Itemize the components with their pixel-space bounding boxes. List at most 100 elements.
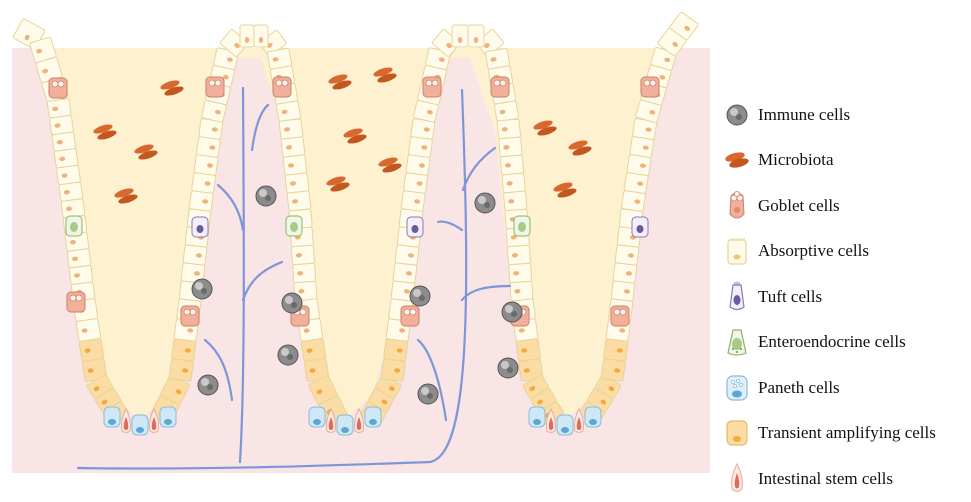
epithelial-cell [283, 155, 307, 175]
epithelial-cell [291, 245, 314, 264]
goblet-cell [611, 306, 629, 326]
legend-item-tuft: Tuft cells [722, 274, 971, 320]
goblet-cell [401, 306, 419, 326]
epithelial-cell [613, 263, 637, 283]
goblet-cell [206, 77, 224, 97]
epithelial-cell [67, 249, 91, 268]
epithelial-cell [516, 339, 540, 362]
stem-cell-icon [722, 462, 752, 496]
epithelial-cell [254, 25, 268, 47]
epithelial-cell [601, 359, 625, 382]
legend-item-enteroendocrine: Enteroendocrine cells [722, 320, 971, 366]
epithelial-cell [615, 245, 639, 265]
epithelial-cell [287, 191, 311, 211]
goblet-cell [181, 306, 199, 326]
epithelial-cell [59, 182, 83, 202]
immune-cell [192, 279, 212, 299]
epithelial-cell [510, 281, 533, 300]
epithelial-cell [285, 173, 309, 193]
epithelial-cell [61, 199, 85, 218]
epithelial-cell [276, 101, 301, 122]
goblet-cell [641, 77, 659, 97]
goblet-cell [49, 78, 67, 98]
epithelial-cell [497, 119, 521, 139]
legend-item-microbiota: Microbiota [722, 138, 971, 184]
epithelial-cell [301, 338, 326, 361]
epithelial-cell [509, 263, 532, 282]
transient-amplifying-cell-icon [722, 416, 752, 450]
enteroendocrine-cell-icon [722, 325, 752, 359]
paneth-cell [309, 407, 325, 427]
epithelial-cell [408, 137, 432, 158]
epithelial-cell [395, 245, 419, 265]
epithelial-cell [69, 265, 93, 284]
tuft-cell-icon [722, 280, 752, 314]
legend-label: Intestinal stem cells [758, 469, 893, 489]
legend-label: Goblet cells [758, 196, 840, 216]
absorptive-cell-icon [722, 234, 752, 268]
goblet-cell [491, 77, 509, 97]
legend-item-immune: Immune cells [722, 92, 971, 138]
goblet-cell [273, 77, 291, 97]
immune-cell [475, 193, 495, 213]
epithelial-cell [191, 173, 215, 194]
immune-cell [502, 302, 522, 322]
legend-label: Tuft cells [758, 287, 822, 307]
tuft-cell [192, 217, 208, 237]
legend-label: Transient amplifying cells [758, 423, 936, 443]
epithelial-cell [381, 359, 405, 382]
paneth-cell-icon [722, 371, 752, 405]
epithelial-cell [604, 339, 628, 362]
epithelial-cell [189, 191, 213, 212]
goblet-cell [423, 77, 441, 97]
paneth-cell [557, 415, 573, 435]
epithelial-cell [500, 155, 524, 175]
epithelial-cell [194, 155, 218, 176]
epithelial-cell [452, 25, 468, 47]
paneth-cell [337, 415, 353, 435]
goblet-cell-icon [722, 189, 752, 223]
tuft-cell [407, 217, 423, 237]
epithelial-cell [76, 318, 101, 341]
legend-label: Paneth cells [758, 378, 840, 398]
epithelial-cell [403, 173, 427, 194]
paneth-cell [104, 407, 120, 427]
epithelial-cell [611, 281, 635, 301]
legend-item-absorptive: Absorptive cells [722, 229, 971, 275]
tuft-cell [632, 217, 648, 237]
legend-item-stem: Intestinal stem cells [722, 456, 971, 502]
epithelial-cell [393, 263, 417, 283]
goblet-cell [67, 292, 85, 312]
immune-cell [418, 384, 438, 404]
paneth-cell [585, 407, 601, 427]
microbiota-icon [722, 143, 752, 177]
epithelial-cell [169, 359, 193, 382]
enteroendocrine-cell [514, 216, 530, 236]
paneth-cell [529, 407, 545, 427]
epithelial-cell [196, 137, 220, 158]
epithelial-cell [494, 101, 519, 122]
legend-item-transient: Transient amplifying cells [722, 411, 971, 457]
immune-cell [256, 186, 276, 206]
epithelial-cell [79, 338, 104, 361]
epithelial-cell [468, 25, 484, 47]
paneth-cell [132, 415, 148, 435]
immune-cell [498, 358, 518, 378]
legend-item-goblet: Goblet cells [722, 183, 971, 229]
epithelial-cell [401, 191, 425, 212]
paneth-cell [365, 407, 381, 427]
intestinal-crypt-diagram [0, 0, 722, 484]
epithelial-cell [507, 245, 530, 264]
legend-item-paneth: Paneth cells [722, 365, 971, 411]
epithelial-cell [279, 119, 303, 139]
epithelial-cell [172, 339, 196, 362]
immune-cell [410, 286, 430, 306]
epithelial-cell [183, 245, 207, 265]
legend-label: Enteroendocrine cells [758, 332, 906, 352]
epithelial-cell [503, 191, 527, 211]
legend-label: Absorptive cells [758, 241, 869, 261]
legend: Immune cells Microbiota Goblet cells Abs… [722, 92, 971, 502]
enteroendocrine-cell [286, 216, 302, 236]
enteroendocrine-cell [66, 216, 82, 236]
epithelial-cell [384, 339, 408, 362]
